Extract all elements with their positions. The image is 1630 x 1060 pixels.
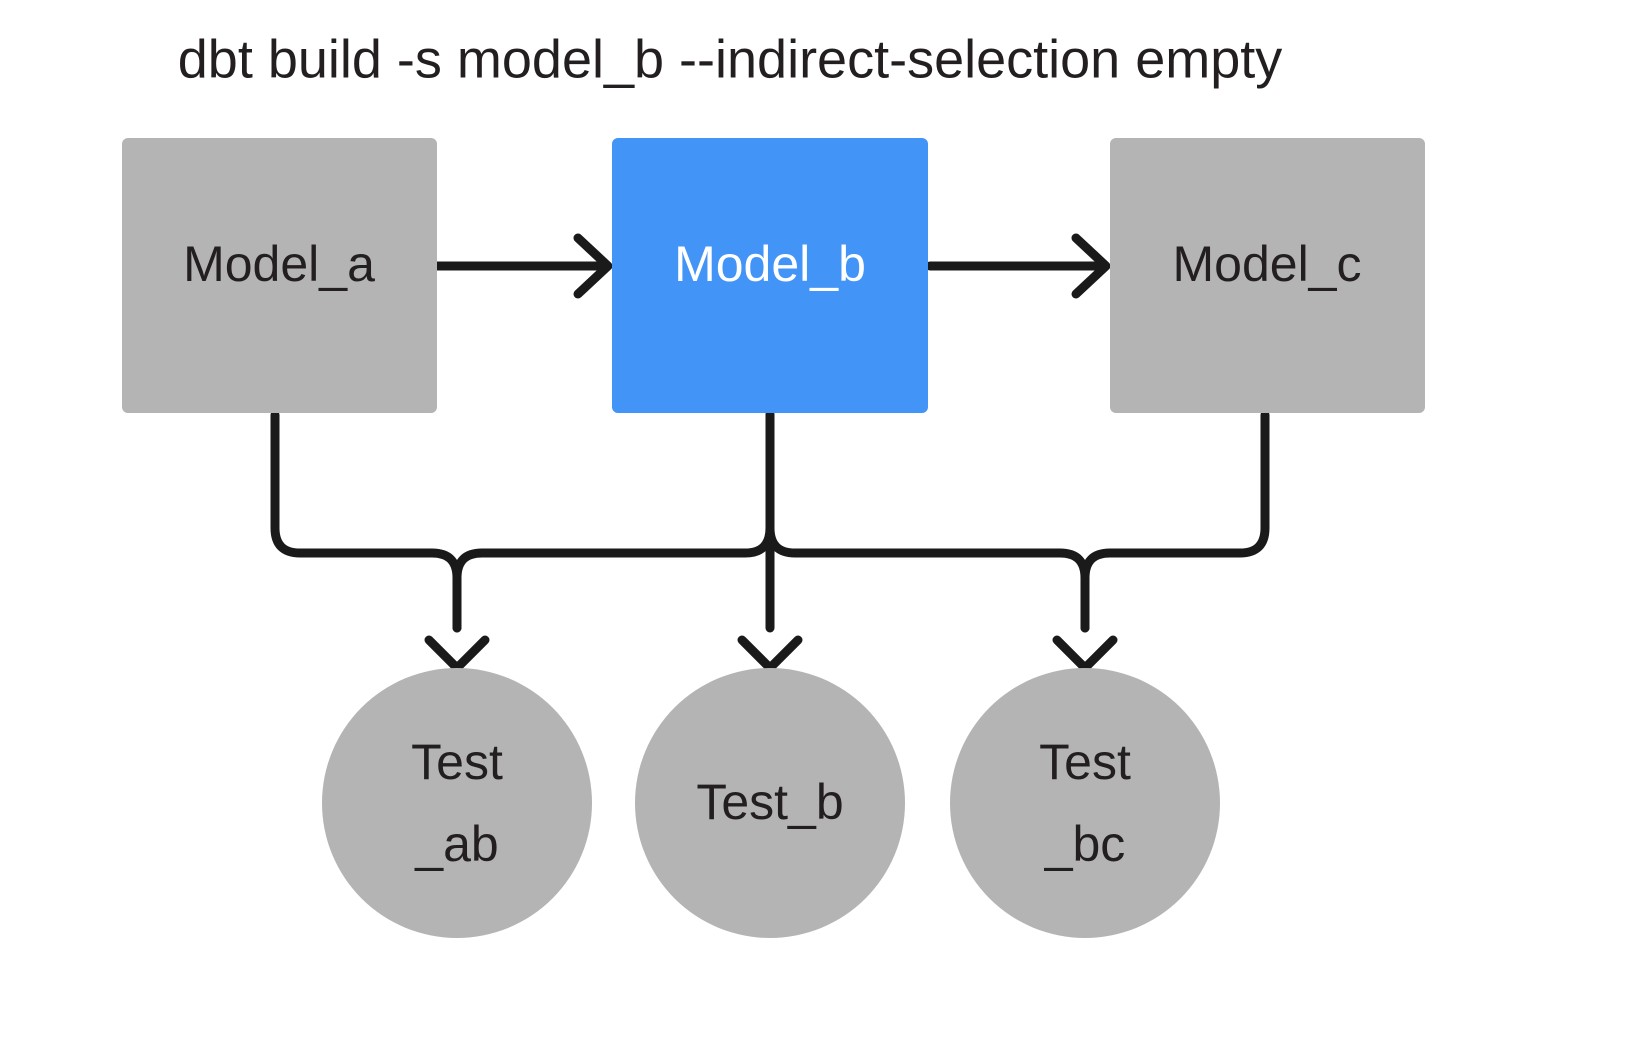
- test-bc-circle[interactable]: [950, 668, 1220, 938]
- model-a-box[interactable]: [122, 138, 437, 413]
- arrowhead-into-test-ab: [424, 635, 490, 673]
- test-node-test-bc[interactable]: Test _bc: [950, 668, 1220, 938]
- model-node-model-a[interactable]: Model_a: [122, 138, 437, 413]
- test-ab-label-line2: _ab: [414, 816, 498, 872]
- test-b-circle[interactable]: [635, 668, 905, 938]
- model-b-label: Model_b: [674, 236, 866, 292]
- test-bc-label-line2: _bc: [1044, 816, 1126, 872]
- test-node-test-ab[interactable]: Test _ab: [322, 668, 592, 938]
- edge-model-b-to-test-bc: [765, 410, 1090, 633]
- arrowhead-into-test-bc: [1052, 635, 1118, 673]
- page-title: dbt build -s model_b --indirect-selectio…: [178, 29, 1283, 89]
- edge-model-a-to-test-ab: [270, 410, 462, 633]
- model-a-label: Model_a: [183, 236, 375, 292]
- test-node-test-b[interactable]: Test_b: [635, 668, 905, 938]
- edge-model-b-to-test-ab: [452, 410, 775, 633]
- test-ab-circle[interactable]: [322, 668, 592, 938]
- test-bc-label-line1: Test: [1039, 734, 1131, 790]
- test-b-label-line1: Test_b: [696, 774, 843, 830]
- edge-model-c-to-test-bc: [1080, 410, 1270, 633]
- test-ab-label-line1: Test: [411, 734, 503, 790]
- edge-model-b-to-model-c: [925, 233, 1111, 299]
- model-c-box[interactable]: [1110, 138, 1425, 413]
- edge-model-a-to-model-b: [432, 233, 613, 299]
- model-b-box[interactable]: [612, 138, 928, 413]
- edge-layer: [270, 233, 1270, 673]
- model-node-model-c[interactable]: Model_c: [1110, 138, 1425, 413]
- model-c-label: Model_c: [1173, 236, 1362, 292]
- model-node-model-b[interactable]: Model_b: [612, 138, 928, 413]
- arrowhead-into-test-b: [737, 635, 803, 673]
